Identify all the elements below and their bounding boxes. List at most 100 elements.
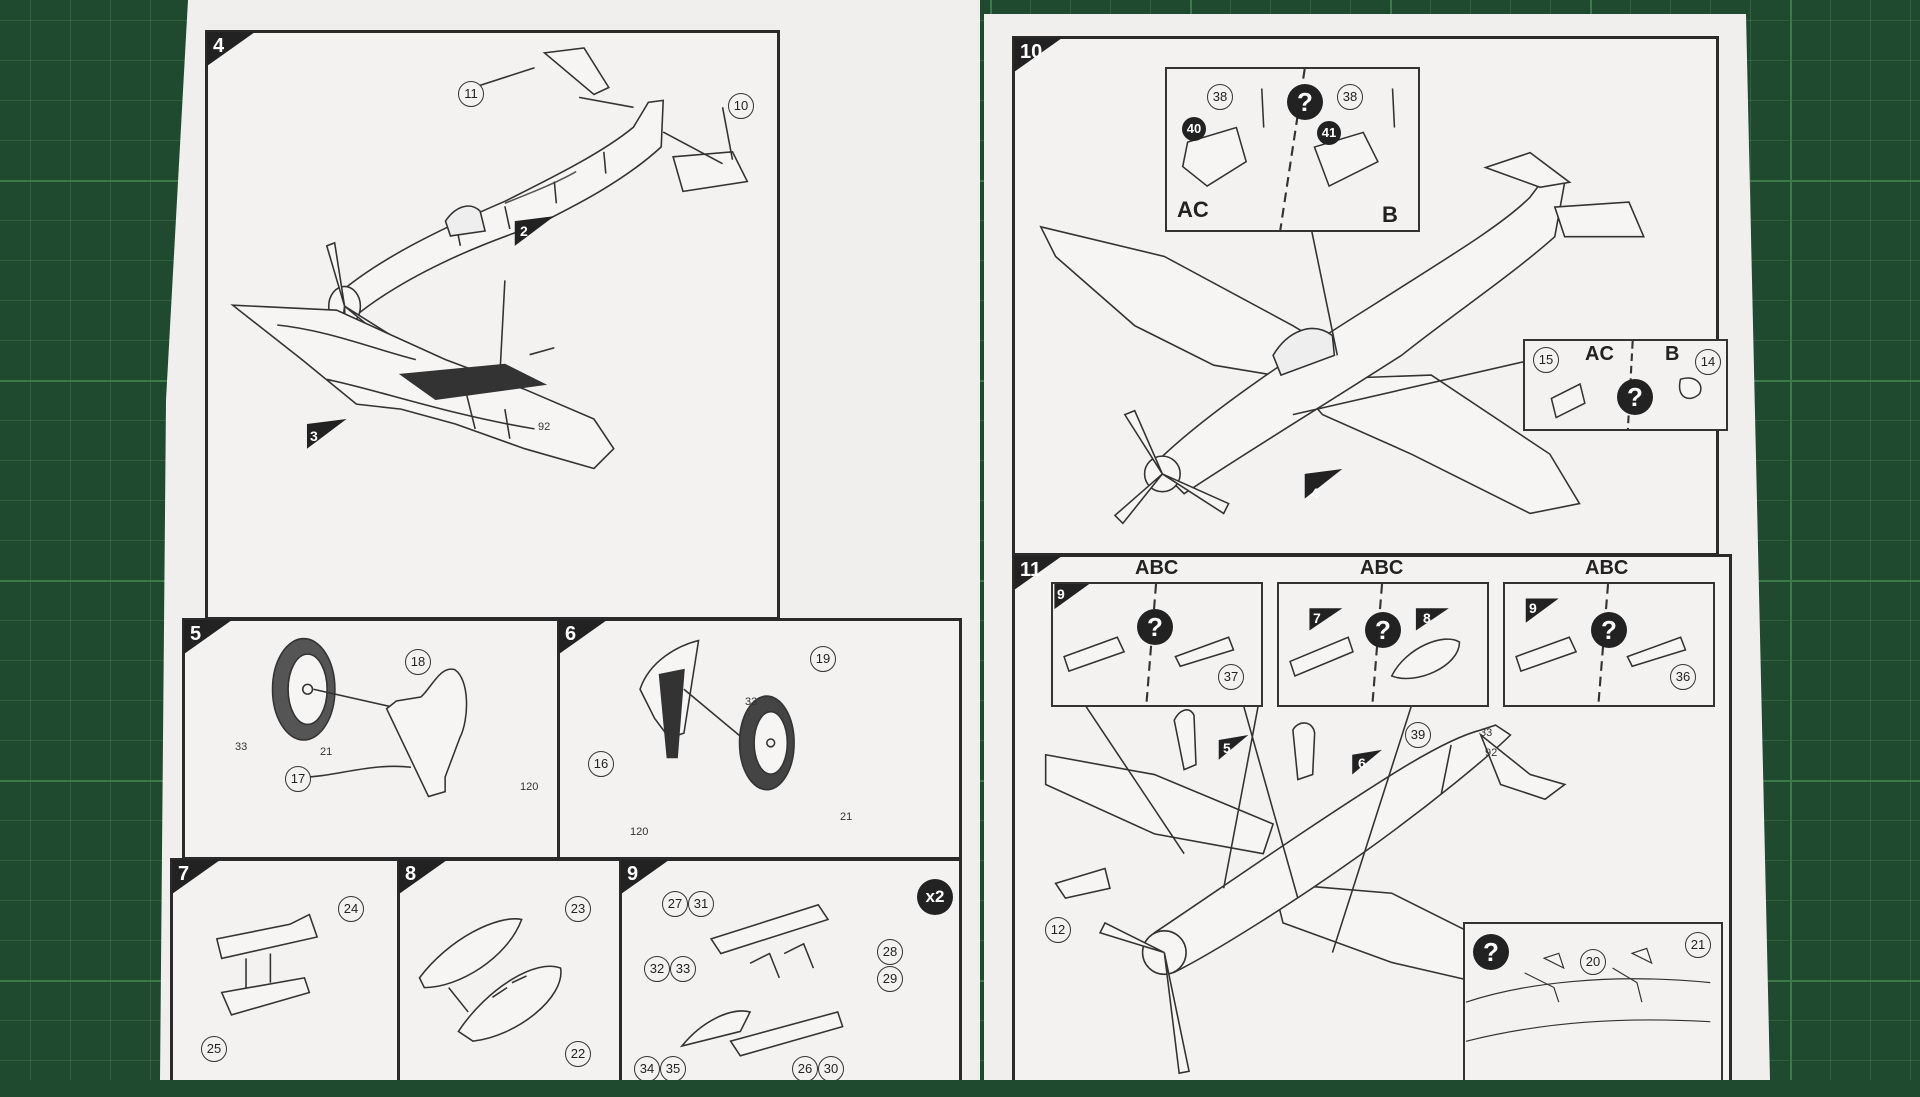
part-callout-21: 21	[840, 811, 853, 823]
option-2-drawing	[1289, 584, 1461, 705]
part-callout-25: 25	[201, 1036, 227, 1062]
sub-assembly-ref-3: 3	[310, 428, 318, 444]
variant-abc-label: ABC	[1360, 557, 1404, 579]
part-callout-40: 40	[1182, 117, 1206, 141]
step-7-number: 7	[178, 863, 190, 885]
step-9-number: 9	[627, 863, 639, 885]
part-callout-19: 19	[810, 646, 836, 672]
step-4-panel: 4	[205, 30, 780, 620]
step-11-number: 11	[1020, 559, 1042, 581]
instruction-sheet-left: 4	[160, 0, 980, 1080]
step-10-panel: 10 4	[1012, 36, 1728, 556]
question-mark-icon: ?	[1617, 379, 1653, 415]
option-box-1: 9 ? 37	[1051, 582, 1263, 707]
main-wheel-leg-drawing	[271, 637, 468, 798]
step-5-panel: 5 18 17 33 21 120	[182, 618, 560, 860]
variant-abc-label: ABC	[1585, 557, 1629, 579]
step-number-badge: 7	[172, 860, 220, 894]
step-number-badge: 4	[207, 32, 255, 66]
step-number-badge: 6	[559, 620, 607, 654]
sub-assembly-ref-6: 6	[1358, 755, 1366, 771]
sub-assembly-ref-7: 7	[1313, 610, 1321, 626]
part-callout-26: 26	[792, 1056, 818, 1080]
part-callout-17: 17	[285, 766, 311, 792]
part-callout-39: 39	[1405, 722, 1431, 748]
part-callout-38: 38	[1337, 84, 1363, 110]
variant-b-label: B	[1382, 202, 1398, 227]
quantity-x2-badge: x2	[917, 879, 953, 915]
step-10-number: 10	[1020, 41, 1043, 63]
question-mark-icon: ?	[1473, 934, 1509, 970]
step-7-panel: 7 24 25	[170, 858, 400, 1080]
sub-assembly-ref-5: 5	[1223, 740, 1231, 756]
part-callout-22: 22	[565, 1041, 591, 1067]
part-callout-27: 27	[662, 891, 688, 917]
drop-tank-drawing	[418, 918, 562, 1042]
variant-ac-label: AC	[1177, 197, 1209, 222]
part-callout-33: 33	[235, 741, 248, 753]
variant-ac-label: AC	[1585, 343, 1614, 365]
option-3-drawing	[1515, 584, 1687, 705]
part-callout-41: 41	[1317, 121, 1341, 145]
question-mark-icon: ?	[1365, 612, 1401, 648]
part-callout-33: 33	[670, 956, 696, 982]
step-6-number: 6	[565, 623, 577, 645]
part-callout-12: 12	[1045, 917, 1071, 943]
option-1-drawing	[1054, 584, 1235, 705]
part-callout-34: 34	[634, 1056, 660, 1080]
part-callout-18: 18	[405, 649, 431, 675]
variant-b-label: B	[1665, 343, 1680, 365]
part-callout-16: 16	[588, 751, 614, 777]
part-callout-20: 20	[1580, 949, 1606, 975]
sub-assembly-ref-4: 4	[1311, 485, 1319, 501]
step-5-number: 5	[190, 623, 202, 645]
step-9-panel: 9 27 31 32 33 28 29 34 35 26 30 x2	[619, 858, 962, 1080]
detail-inset: ? 20 21	[1463, 922, 1723, 1080]
part-callout-14: 14	[1695, 349, 1721, 375]
part-callout-37: 37	[1218, 664, 1244, 690]
underwing-gondola-drawing	[679, 903, 844, 1057]
part-callout-120: 120	[630, 826, 649, 838]
canopy-parts-drawing	[1181, 69, 1396, 230]
part-callout-38: 38	[1207, 84, 1233, 110]
step-number-badge: 9	[621, 860, 669, 894]
part-callout-33: 33	[745, 696, 758, 708]
part-callout-28: 28	[877, 939, 903, 965]
part-callout-24: 24	[338, 896, 364, 922]
option-box-3: 9 ? 36	[1503, 582, 1715, 707]
part-callout-11: 11	[458, 81, 484, 107]
part-callout-33: 33	[1480, 727, 1493, 739]
canopy-options-inset: 38 40 ? 38 41 AC B	[1165, 67, 1420, 232]
step-number-badge: 5	[184, 620, 232, 654]
step-number-badge: 8	[399, 860, 447, 894]
part-callout-29: 29	[877, 966, 903, 992]
part-callout-92: 92	[538, 421, 551, 433]
sub-assembly-ref-8: 8	[1423, 610, 1431, 626]
bomb-rack-drawing-7	[215, 913, 319, 1016]
step-11-panel: 11 5 6 ABC ABC ABC	[1012, 554, 1732, 1080]
detail-inset-drawing	[1465, 947, 1711, 1042]
step-8-number: 8	[405, 863, 417, 885]
part-callout-30: 30	[818, 1056, 844, 1080]
step-number-badge: 10	[1014, 38, 1062, 72]
question-mark-icon: ?	[1591, 612, 1627, 648]
canopy-wing-assembly-drawing	[1039, 151, 1645, 525]
tail-wheel-drawing	[639, 639, 795, 791]
step-number-badge: 11	[1014, 556, 1062, 590]
part-callout-21: 21	[320, 746, 333, 758]
option-box-2: 7 8 ?	[1277, 582, 1489, 707]
question-mark-icon: ?	[1137, 609, 1173, 645]
part-callout-35: 35	[660, 1056, 686, 1080]
intake-options-inset: 15 AC B 14 ?	[1523, 339, 1728, 431]
fuselage-wing-assembly-drawing	[230, 47, 749, 470]
question-mark-icon: ?	[1287, 84, 1323, 120]
part-callout-23: 23	[565, 896, 591, 922]
part-callout-15: 15	[1533, 347, 1559, 373]
part-callout-31: 31	[688, 891, 714, 917]
part-callout-32: 32	[644, 956, 670, 982]
part-callout-92: 92	[1485, 747, 1498, 759]
sub-assembly-ref-9: 9	[1529, 600, 1537, 616]
part-callout-21: 21	[1685, 932, 1711, 958]
part-callout-36: 36	[1670, 664, 1696, 690]
sub-assembly-ref-2: 2	[520, 223, 528, 239]
